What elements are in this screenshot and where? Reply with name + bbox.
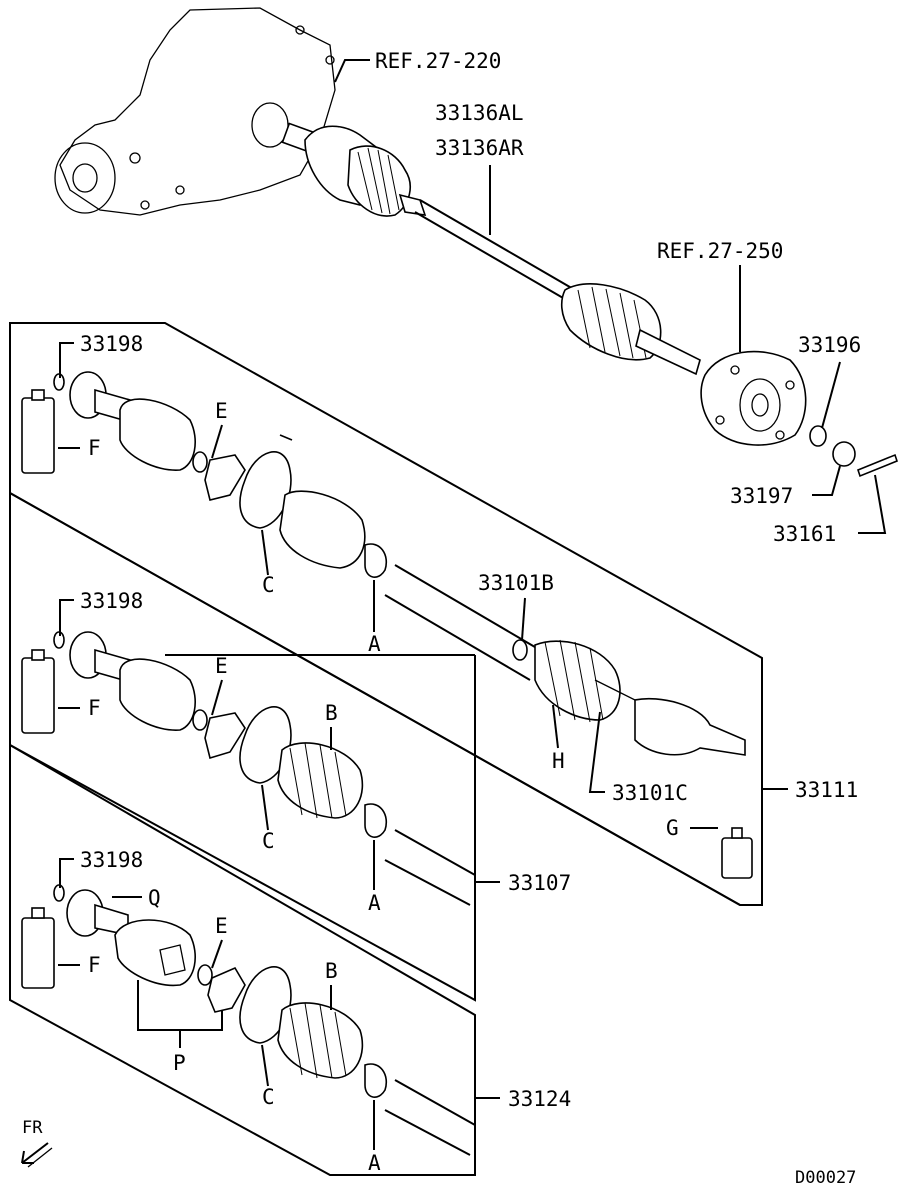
label-33124: 33124 (508, 1087, 571, 1111)
label-ref-27-250: REF.27-250 (657, 239, 783, 263)
label-p: P (173, 1051, 186, 1075)
label-33101c: 33101C (612, 781, 688, 805)
differential-housing (54, 7, 336, 216)
label-33136ar: 33136AR (435, 136, 524, 160)
hub-assembly (700, 350, 898, 478)
label-33101b: 33101B (478, 571, 554, 595)
label-e-section2: E (215, 654, 228, 678)
drive-shaft-assembly (281, 122, 701, 376)
front-arrow-icon (21, 1142, 53, 1168)
frame-33107 (9, 492, 741, 1002)
label-33161: 33161 (773, 522, 836, 546)
label-f-section3: F (88, 953, 101, 977)
label-b-section2: B (325, 701, 338, 725)
label-33107: 33107 (508, 871, 571, 895)
section1-parts (21, 371, 541, 681)
label-a-section3: A (368, 1151, 381, 1175)
label-q: Q (148, 886, 161, 910)
label-g: G (666, 816, 679, 840)
section2-parts (21, 631, 476, 906)
label-f-section2: F (88, 696, 101, 720)
label-fr: FR (22, 1118, 43, 1138)
label-c-section3: C (262, 1085, 275, 1109)
label-h: H (552, 749, 565, 773)
label-33198-section1: 33198 (80, 332, 143, 356)
label-a-section2: A (368, 891, 381, 915)
label-a-section1: A (368, 632, 381, 656)
label-ref-27-220: REF.27-220 (375, 49, 501, 73)
diagram-code: D00027 (795, 1168, 856, 1187)
label-33136al: 33136AL (435, 101, 524, 125)
section1-right-parts (512, 639, 746, 756)
label-f-section1: F (88, 436, 101, 460)
section3-parts (21, 884, 476, 1156)
frame-33124 (9, 744, 476, 1176)
label-33111: 33111 (795, 778, 858, 802)
label-e-section1: E (215, 399, 228, 423)
label-e-section3: E (215, 914, 228, 938)
label-b-section3: B (325, 959, 338, 983)
label-c-section1: C (262, 573, 275, 597)
label-c-section2: C (262, 829, 275, 853)
label-33198-section2: 33198 (80, 589, 143, 613)
label-33197: 33197 (730, 484, 793, 508)
label-33196: 33196 (798, 333, 861, 357)
label-33198-section3: 33198 (80, 848, 143, 872)
